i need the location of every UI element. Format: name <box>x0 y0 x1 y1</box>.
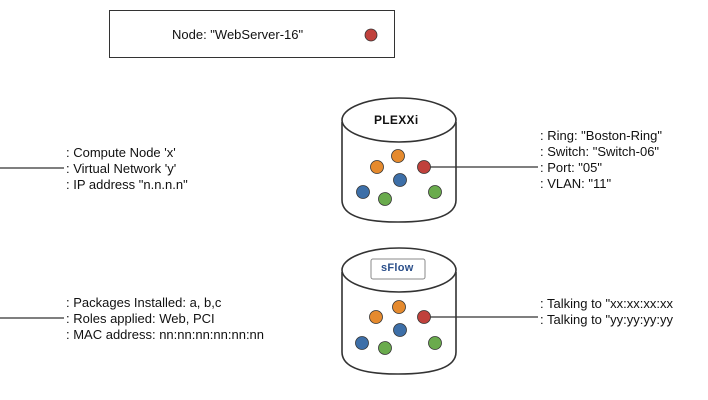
sflow-attr-line: : Talking to "xx:xx:xx:xx <box>540 296 673 311</box>
sflow-logo: sFlow <box>381 262 414 274</box>
sflow-logo-frame <box>370 258 426 280</box>
plexxi-logo-text: PLEXXi <box>374 113 419 127</box>
datastore-sflow-body <box>341 272 457 375</box>
dot-green-1 <box>378 341 392 355</box>
compute-attr-line: : Virtual Network 'y' <box>66 161 177 176</box>
dot-green-1 <box>378 192 392 206</box>
dot-orange-1 <box>370 160 384 174</box>
plexxi-attr-line: : Switch: "Switch-06" <box>540 144 660 159</box>
package-attr-line: : Packages Installed: a, b,c <box>66 295 222 310</box>
node-title-box <box>109 10 395 58</box>
dot-orange-2 <box>391 149 405 163</box>
plexxi-attr-line: : Ring: "Boston-Ring" <box>540 128 662 143</box>
dot-red <box>417 310 431 324</box>
datastore-plexxi-body <box>341 122 457 223</box>
sflow-logo-text: sFlow <box>381 262 414 274</box>
node-indicator-icon <box>364 28 378 42</box>
plexxi-attr-line: : VLAN: "11" <box>540 176 612 191</box>
dot-blue-2 <box>355 336 369 350</box>
compute-attributes: : Compute Node 'x' : Virtual Network 'y'… <box>66 145 188 193</box>
plexxi-attr-line: : Port: "05" <box>540 160 602 175</box>
dot-blue-2 <box>356 185 370 199</box>
plexxi-attributes: : Ring: "Boston-Ring" : Switch: "Switch-… <box>540 128 662 192</box>
plexxi-logo: PLEXXi <box>374 113 418 127</box>
sflow-attributes: : Talking to "xx:xx:xx:xx : Talking to "… <box>540 296 673 328</box>
compute-attr-line: : Compute Node 'x' <box>66 145 176 160</box>
dot-blue-1 <box>393 173 407 187</box>
datastore-plexxi <box>341 97 538 223</box>
package-attr-line: : MAC address: nn:nn:nn:nn:nn:nn <box>66 327 265 342</box>
package-attributes: : Packages Installed: a, b,c : Roles app… <box>66 295 264 343</box>
dot-red <box>417 160 431 174</box>
dot-orange-1 <box>369 310 383 324</box>
package-attr-line: : Roles applied: Web, PCI <box>66 311 215 326</box>
dot-orange-2 <box>392 300 406 314</box>
dot-blue-1 <box>393 323 407 337</box>
sflow-attr-line: : Talking to "yy:yy:yy:yy <box>540 312 673 327</box>
node-label: Node: "WebServer-16" <box>172 27 304 42</box>
datastore-plexxi-top <box>341 97 457 143</box>
compute-attr-line: : IP address "n.n.n.n" <box>66 177 188 192</box>
dot-green-2 <box>428 336 442 350</box>
dot-green-2 <box>428 185 442 199</box>
